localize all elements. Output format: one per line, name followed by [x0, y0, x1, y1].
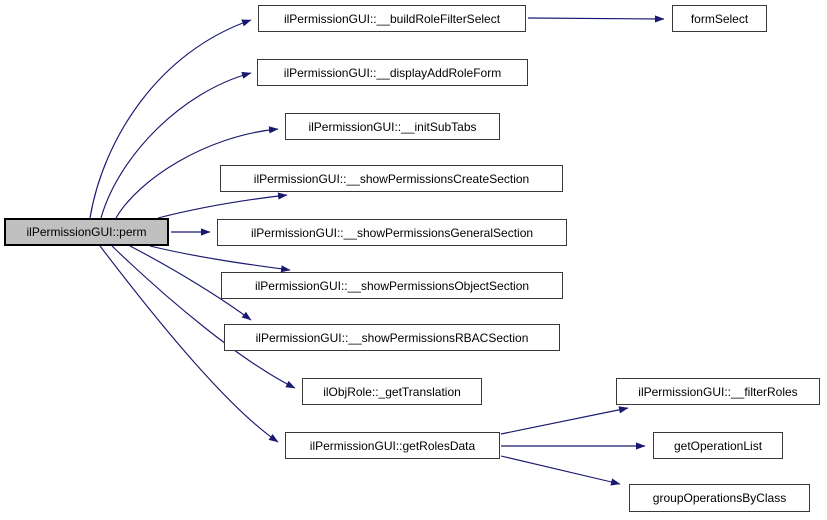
- graph-node-initSubTabs[interactable]: ilPermissionGUI::__initSubTabs: [285, 113, 500, 140]
- edge-perm-createSection: [157, 192, 288, 219]
- edge-group: [89, 15, 665, 486]
- graph-node-perm[interactable]: ilPermissionGUI::perm: [4, 218, 169, 246]
- edge-getRolesData-groupOperations: [500, 455, 621, 486]
- graph-node-generalSection[interactable]: ilPermissionGUI::__showPermissionsGenera…: [217, 219, 567, 246]
- graph-node-filterRoles[interactable]: ilPermissionGUI::__filterRoles: [616, 378, 820, 405]
- graph-node-displayAddRole[interactable]: ilPermissionGUI::__displayAddRoleForm: [257, 59, 528, 86]
- graph-node-getOperationList[interactable]: getOperationList: [653, 432, 783, 459]
- edge-getRolesData-filterRoles: [500, 406, 629, 435]
- graph-node-buildRoleFilter[interactable]: ilPermissionGUI::__buildRoleFilterSelect: [258, 5, 526, 32]
- graph-node-getTranslation[interactable]: ilObjRole::_getTranslation: [302, 378, 482, 405]
- edge-perm-getTranslation: [111, 245, 296, 389]
- graph-node-groupOperations[interactable]: groupOperationsByClass: [629, 484, 810, 512]
- graph-node-objectSection[interactable]: ilPermissionGUI::__showPermissionsObject…: [221, 272, 563, 299]
- edge-perm-displayAddRole: [100, 71, 252, 219]
- graph-node-formSelect[interactable]: formSelect: [672, 5, 767, 32]
- edge-buildRoleFilter-formSelect: [527, 15, 665, 23]
- edge-perm-objectSection: [149, 245, 291, 273]
- graph-node-rbacSection[interactable]: ilPermissionGUI::__showPermissionsRBACSe…: [224, 324, 560, 351]
- graph-node-createSection[interactable]: ilPermissionGUI::__showPermissionsCreate…: [220, 165, 563, 192]
- graph-node-getRolesData[interactable]: ilPermissionGUI::getRolesData: [285, 432, 500, 459]
